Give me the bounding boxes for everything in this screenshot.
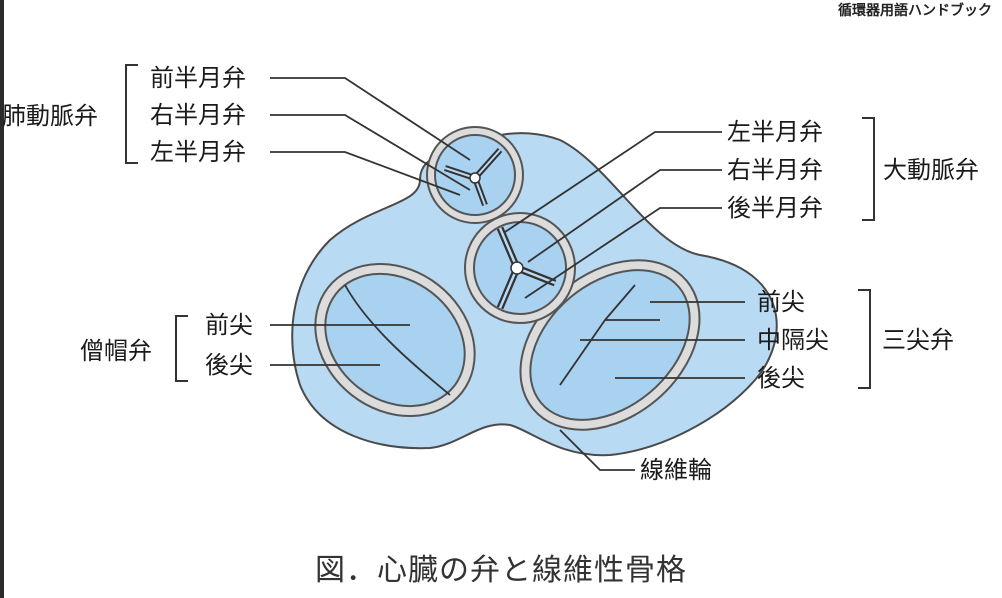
label-fibrous-ring: 線維輪 bbox=[640, 456, 712, 484]
label-pulmonary-anterior: 前半月弁 bbox=[150, 64, 246, 92]
label-tricuspid-posterior: 後尖 bbox=[757, 364, 805, 392]
left-window-edge bbox=[0, 0, 4, 598]
leader-lines bbox=[270, 77, 745, 471]
label-tricuspid-septal: 中隔尖 bbox=[757, 326, 829, 354]
label-mitral-anterior: 前尖 bbox=[205, 311, 253, 339]
group-label-tricuspid: 三尖弁 bbox=[882, 326, 954, 354]
mitral-coaptation-line bbox=[344, 284, 451, 396]
group-label-pulmonary: 肺動脈弁 bbox=[2, 102, 98, 130]
group-label-mitral: 僧帽弁 bbox=[80, 337, 152, 365]
book-title: 循環器用語ハンドブック bbox=[838, 3, 992, 19]
aortic-valve bbox=[464, 212, 576, 324]
figure-caption: 図．心臓の弁と線維性骨格 bbox=[315, 553, 687, 588]
group-brackets bbox=[125, 64, 875, 389]
label-pulmonary-left: 左半月弁 bbox=[150, 138, 246, 166]
label-tricuspid-anterior: 前尖 bbox=[757, 288, 805, 316]
tricuspid-coaptation-lines bbox=[559, 284, 660, 386]
label-pulmonary-right: 右半月弁 bbox=[150, 101, 246, 129]
mitral-valve bbox=[314, 262, 476, 418]
group-label-aortic: 大動脈弁 bbox=[883, 156, 979, 184]
pulmonary-valve bbox=[426, 126, 524, 224]
label-mitral-posterior: 後尖 bbox=[205, 351, 253, 379]
label-aortic-right: 右半月弁 bbox=[727, 156, 823, 184]
label-aortic-left: 左半月弁 bbox=[727, 118, 823, 146]
label-aortic-posterior: 後半月弁 bbox=[727, 194, 823, 222]
